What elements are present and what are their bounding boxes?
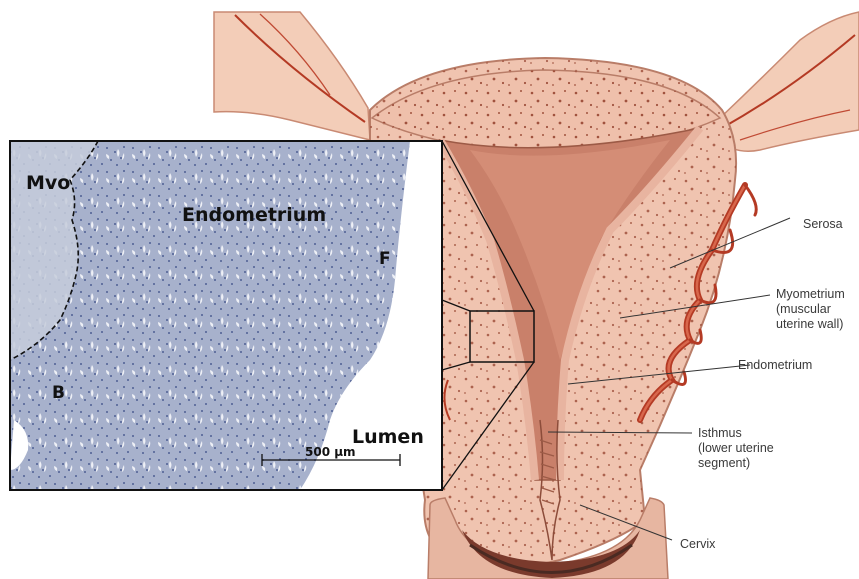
label-isthmus-line3: segment) — [698, 456, 750, 470]
label-endometrium: Endometrium — [738, 358, 812, 372]
label-myometrium-line2: (muscular — [776, 302, 831, 316]
left-fallopian-tube — [214, 12, 370, 140]
label-cervix: Cervix — [680, 537, 716, 551]
label-myometrium: Myometrium — [776, 287, 845, 301]
label-lumen: Lumen — [352, 426, 424, 448]
label-serosa: Serosa — [803, 217, 843, 231]
label-mvo: Mvo — [26, 172, 70, 194]
label-myometrium-line3: uterine wall) — [776, 317, 843, 331]
scale-bar-label: 500 µm — [305, 445, 356, 459]
right-fallopian-tube — [720, 12, 859, 151]
label-isthmus: Isthmus — [698, 426, 742, 440]
label-histo-endometrium: Endometrium — [182, 204, 326, 226]
label-isthmus-line2: (lower uterine — [698, 441, 774, 455]
label-b: B — [52, 383, 65, 403]
label-f: F — [379, 249, 391, 269]
